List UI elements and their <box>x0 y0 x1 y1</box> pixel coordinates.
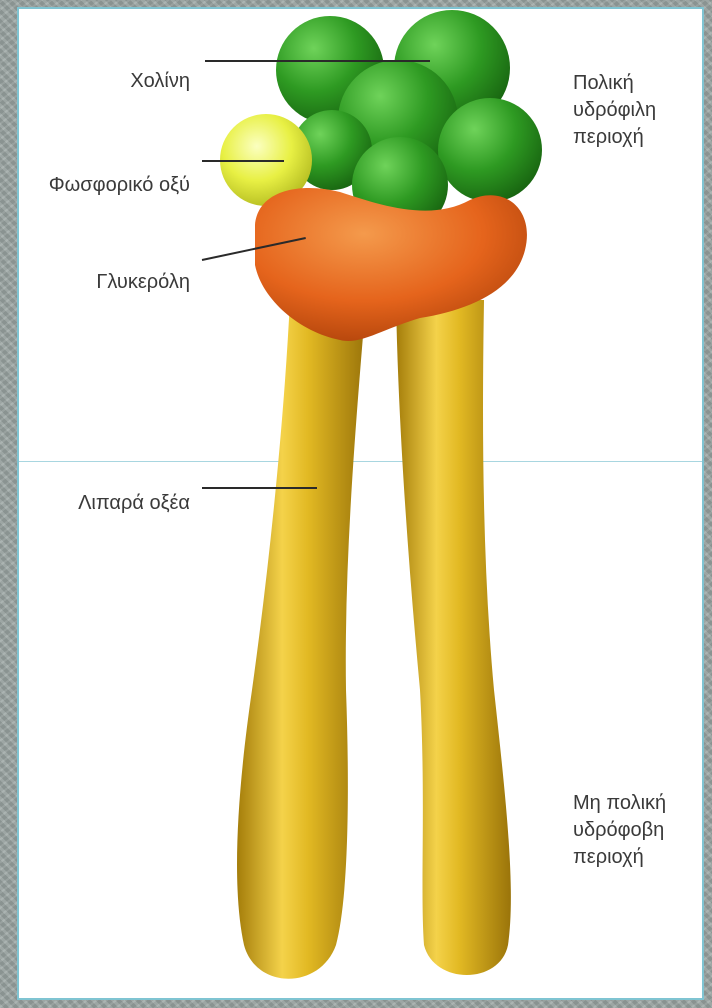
glycerol-blob <box>255 188 527 341</box>
choline-label: Χολίνη <box>130 68 190 95</box>
nonpolar-region-label: Μη πολική υδρόφοβη περιοχή <box>573 790 666 871</box>
nonpolar-region-line-3: περιοχή <box>573 844 666 871</box>
fatty-acids-label: Λιπαρά οξέα <box>78 490 190 517</box>
fatty-acids-leader-line <box>202 487 317 489</box>
polar-region-line-1: Πολική <box>573 70 656 97</box>
polar-region-line-2: υδρόφιλη <box>573 97 656 124</box>
phosphoric-acid-label: Φωσφορικό οξύ <box>49 172 190 199</box>
nonpolar-region-line-2: υδρόφοβη <box>573 817 666 844</box>
fatty-acid-tail-right <box>396 300 511 975</box>
choline-leader-line <box>205 60 430 62</box>
nonpolar-region-line-1: Μη πολική <box>573 790 666 817</box>
phosphoric-acid-leader-line <box>202 160 284 162</box>
glycerol-label: Γλυκερόλη <box>96 269 190 296</box>
polar-region-line-3: περιοχή <box>573 124 656 151</box>
fatty-acid-tail-left <box>237 300 366 979</box>
polar-region-label: Πολική υδρόφιλη περιοχή <box>573 70 656 151</box>
